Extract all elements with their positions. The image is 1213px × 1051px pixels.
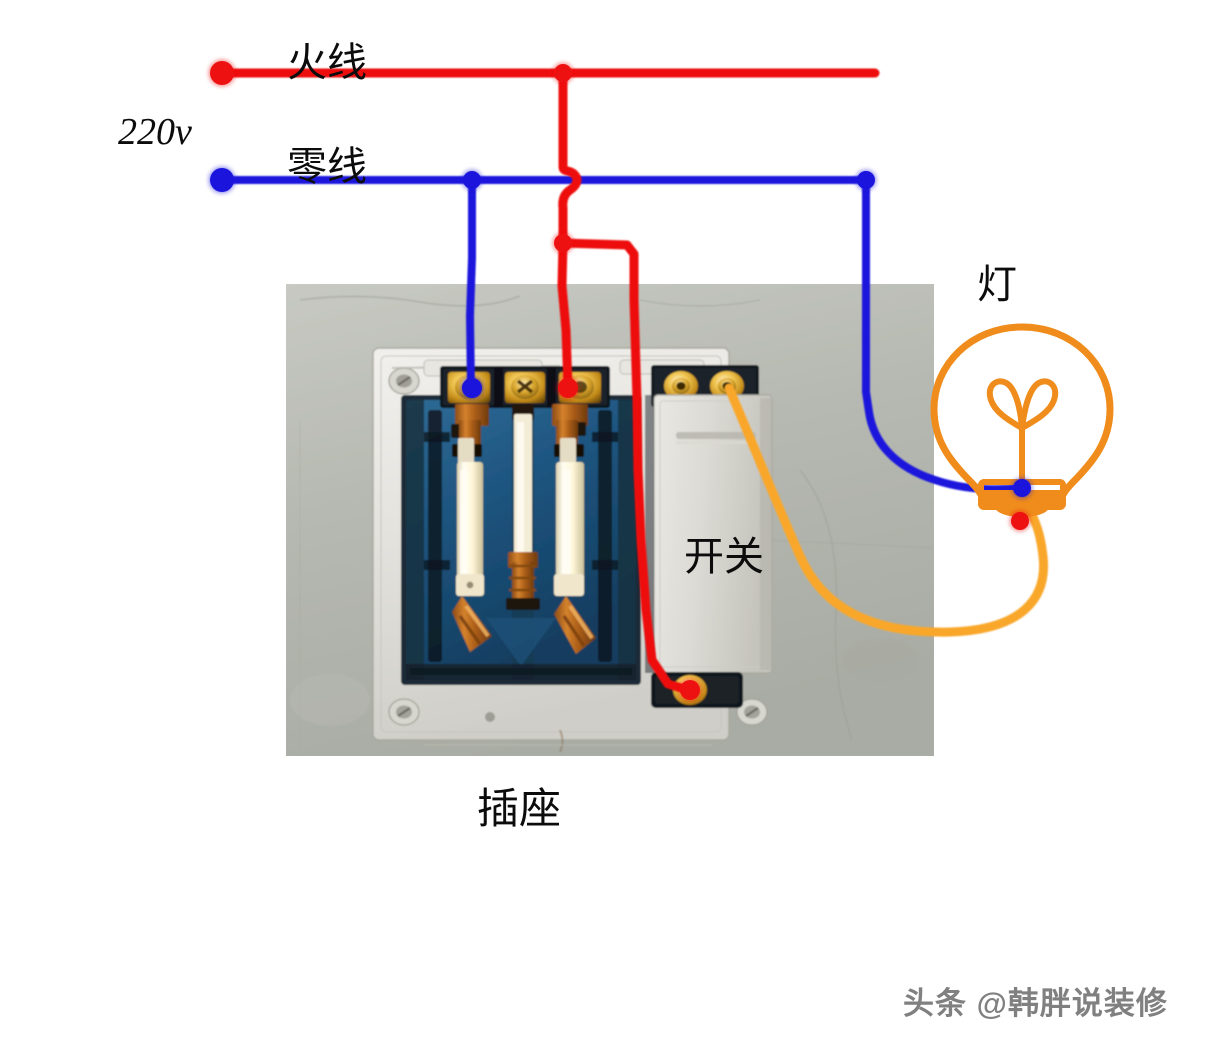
wire-switch-to-lamp [724, 383, 1049, 637]
socket-module [401, 366, 641, 685]
node-live-socket-terminal [558, 378, 578, 398]
faceplate-screw-top-left [388, 367, 420, 395]
socket-terminal-ground [505, 372, 545, 403]
photo-border [284, 282, 936, 758]
node-lamp-neutral-terminal [1013, 479, 1031, 497]
node-live-switch-in-terminal [680, 680, 700, 700]
lamp-bulb [930, 323, 1114, 517]
wire-neutral-network [218, 176, 1024, 494]
socket-contact-center [506, 404, 540, 610]
label-switch: 开关 [684, 534, 764, 579]
faceplate-screw-bottom-left [388, 698, 420, 726]
node-live-tap-junction [554, 64, 572, 82]
node-live-source-terminal [210, 61, 234, 85]
node-neutral-socket-junction [463, 171, 481, 189]
node-neutral-socket-terminal [462, 378, 482, 398]
label-live-wire: 火线 [287, 40, 367, 85]
label-voltage: 220v [118, 111, 192, 153]
node-live-branch-junction [554, 234, 572, 252]
label-neutral-wire: 零线 [287, 144, 367, 189]
watermark: 头条 @韩胖说装修 [903, 986, 1168, 1021]
faceplate-screw-bottom-right [736, 698, 768, 726]
switch-terminal-left [664, 371, 698, 401]
node-neutral-lamp-junction [857, 171, 875, 189]
socket-contact-left [451, 404, 492, 652]
label-lamp: 灯 [977, 262, 1017, 307]
socket-switch-photo [285, 283, 935, 757]
junction-dots [209, 60, 1032, 701]
node-lamp-live-terminal [1011, 512, 1029, 530]
socket-contact-right [552, 404, 596, 654]
node-neutral-source-terminal [210, 168, 234, 192]
wire-live-network [217, 68, 880, 695]
label-socket: 插座 [477, 787, 562, 833]
